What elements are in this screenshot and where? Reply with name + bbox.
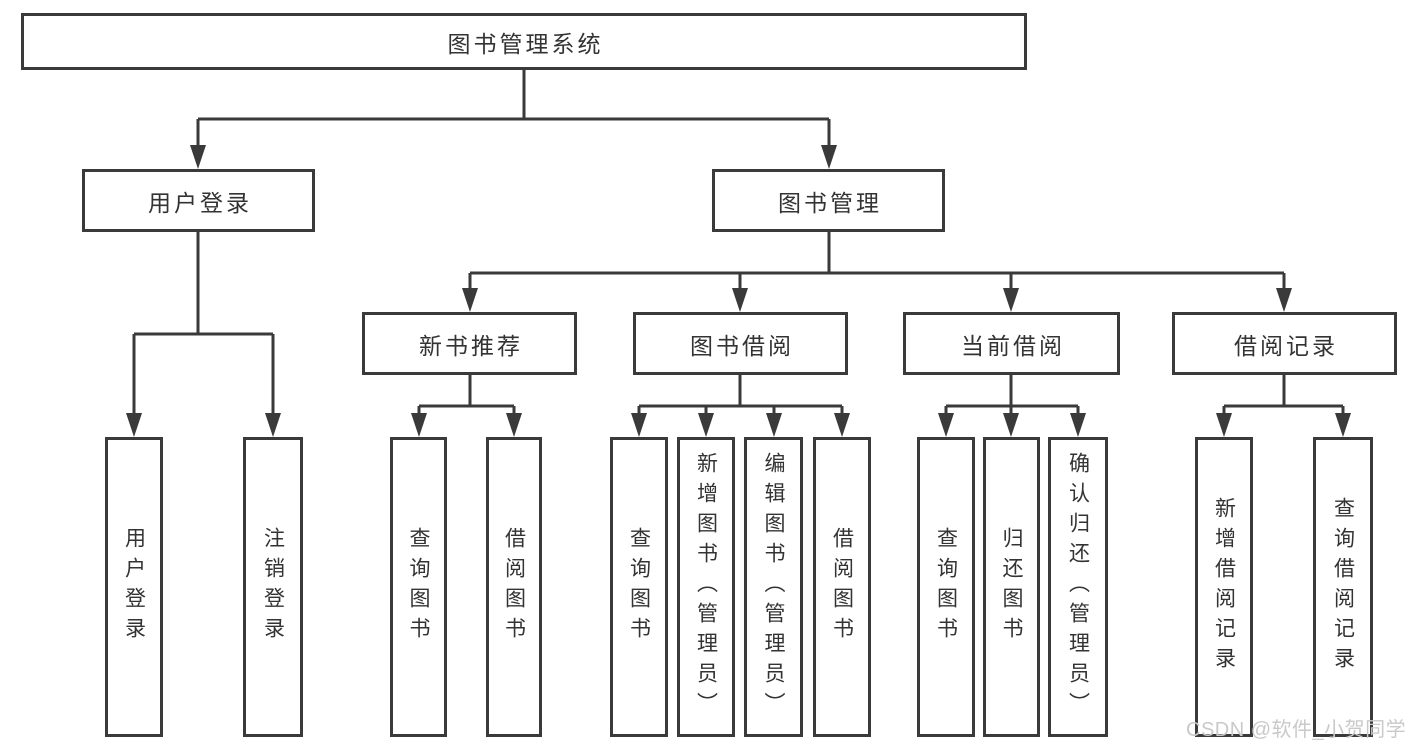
leaf-edit-books-admin: 编辑图书（管理员） — [744, 437, 803, 737]
leaf-logout: 注销登录 — [243, 437, 303, 737]
edge-root-to-level2 — [196, 70, 831, 150]
edge-borrow-records-branch — [1222, 375, 1345, 420]
watermark: CSDN @软件_小贺同学 — [1186, 719, 1405, 741]
node-book-borrow: 图书借阅 — [633, 312, 848, 375]
node-book-management: 图书管理 — [712, 169, 945, 232]
node-new-book-recommend: 新书推荐 — [362, 312, 577, 375]
arrowheads — [126, 145, 1351, 437]
leaf-query-books-current: 查询图书 — [917, 437, 975, 737]
leaf-query-borrow-record: 查询借阅记录 — [1313, 437, 1373, 737]
node-root: 图书管理系统 — [21, 13, 1027, 70]
leaf-borrow-books: 借阅图书 — [813, 437, 871, 737]
leaf-query-books-borrow: 查询图书 — [610, 437, 668, 737]
edge-new-book-recommend-branch — [417, 375, 516, 420]
node-current-borrow: 当前借阅 — [903, 312, 1120, 375]
node-borrow-records: 借阅记录 — [1172, 312, 1397, 375]
leaf-confirm-return-admin: 确认归还（管理员） — [1048, 437, 1108, 737]
node-user-login: 用户登录 — [82, 169, 315, 232]
leaf-query-books-recommend: 查询图书 — [390, 437, 447, 737]
leaf-borrow-books-recommend: 借阅图书 — [486, 437, 542, 737]
leaf-add-borrow-record: 新增借阅记录 — [1195, 437, 1253, 737]
leaf-return-books: 归还图书 — [983, 437, 1040, 737]
leaf-add-books-admin: 新增图书（管理员） — [677, 437, 735, 737]
edge-book-management-branch — [468, 232, 1286, 294]
edge-book-borrow-branch — [637, 375, 844, 420]
edge-user-login-branch — [132, 232, 275, 420]
leaf-user-login: 用户登录 — [105, 437, 163, 737]
